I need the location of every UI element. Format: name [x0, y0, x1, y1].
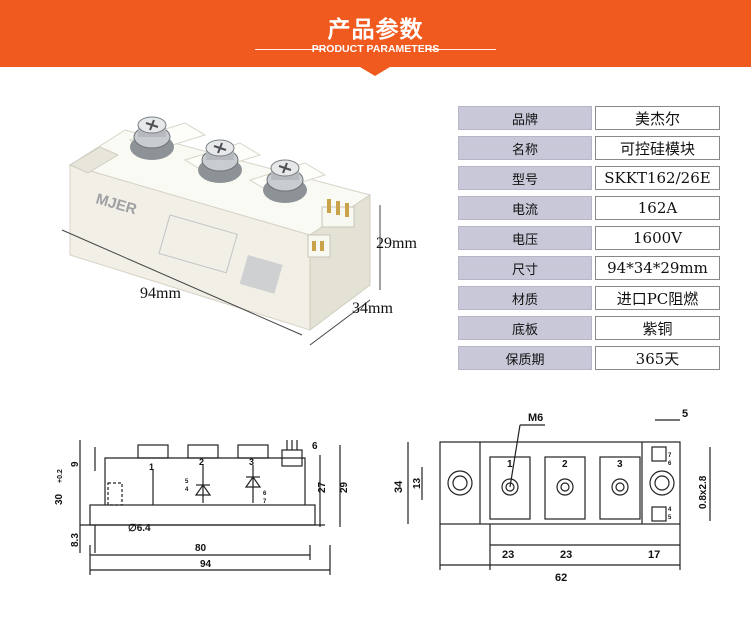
qr-code	[239, 255, 283, 294]
dim-top-5: 5	[682, 408, 688, 420]
dim-top-23b: 23	[560, 549, 572, 561]
top-term-3: 3	[617, 459, 623, 470]
dim-top-23a: 23	[502, 549, 514, 561]
dim-side-80: 80	[195, 543, 207, 554]
spec-value: 162A	[595, 196, 720, 220]
side-pin-5: 5	[185, 479, 189, 485]
dim-side-30: 30	[54, 493, 65, 505]
top-pin-6: 6	[668, 461, 672, 467]
header-notch	[360, 67, 390, 76]
spec-value: 可控硅模块	[595, 136, 720, 160]
spec-value: SKKT162/26E	[595, 166, 720, 190]
dim-top-34: 34	[393, 480, 405, 493]
header-rule-left	[255, 49, 325, 50]
dim-side-27: 27	[317, 481, 328, 493]
spec-key: 尺寸	[458, 256, 592, 280]
spec-row: 材质进口PC阻燃	[458, 286, 720, 310]
screw-2	[198, 139, 242, 183]
dim-top-62: 62	[555, 572, 567, 584]
spec-key: 品牌	[458, 106, 592, 130]
spec-key: 保质期	[458, 346, 592, 370]
product-photo: MJER 94mm 29mm 34mm	[40, 95, 440, 365]
spec-value: 美杰尔	[595, 106, 720, 130]
dim-width: 34mm	[352, 300, 393, 317]
screw-1	[130, 116, 174, 160]
spec-value: 紫铜	[595, 316, 720, 340]
spec-row: 品牌美杰尔	[458, 106, 720, 130]
spec-key: 名称	[458, 136, 592, 160]
dim-side-tol: +0.2	[57, 469, 64, 483]
spec-key: 材质	[458, 286, 592, 310]
side-view-drawing: 30 +0.2 9 8.3 ∅6.4 6 27 29 80 94 1 2 3 5…	[54, 440, 350, 575]
header-banner	[0, 0, 751, 67]
side-pin-7: 7	[263, 499, 267, 505]
page-title: 产品参数	[327, 17, 424, 43]
dim-length: 94mm	[140, 285, 181, 302]
spec-row: 底板紫铜	[458, 316, 720, 340]
dim-side-94: 94	[200, 559, 212, 570]
side-term-1: 1	[149, 462, 154, 472]
spec-key: 型号	[458, 166, 592, 190]
top-pin-7: 7	[668, 453, 672, 459]
dim-side-29: 29	[339, 481, 350, 493]
top-term-1: 1	[507, 459, 513, 470]
dim-side-6: 6	[312, 441, 318, 452]
dim-height: 29mm	[376, 235, 417, 252]
side-pin-4: 4	[185, 487, 189, 493]
page-subtitle: PRODUCT PARAMETERS	[311, 43, 440, 55]
dim-side-8-3: 8.3	[70, 533, 81, 547]
module-illustration: MJER	[61, 116, 381, 346]
side-term-3: 3	[249, 457, 254, 467]
top-pin-4: 4	[668, 507, 672, 513]
spec-key: 底板	[458, 316, 592, 340]
dim-side-hole: ∅6.4	[128, 523, 151, 534]
dim-top-13: 13	[412, 477, 423, 489]
spec-row: 名称可控硅模块	[458, 136, 720, 160]
header-rule-right	[426, 49, 496, 50]
side-pin-6: 6	[263, 491, 267, 497]
dim-m6: M6	[528, 412, 543, 424]
spec-value: 94*34*29mm	[595, 256, 720, 280]
top-view-drawing: M6 5 34 13 0.8x2.8 23 23 17 62 1 2 3 7 6…	[393, 408, 711, 584]
screw-3	[263, 159, 307, 203]
spec-key: 电压	[458, 226, 592, 250]
dim-side-9: 9	[70, 461, 81, 467]
dim-top-pin: 0.8x2.8	[698, 475, 709, 509]
dim-top-17: 17	[648, 549, 660, 561]
side-term-2: 2	[199, 457, 204, 467]
spec-value: 进口PC阻燃	[595, 286, 720, 310]
spec-value: 365天	[595, 346, 720, 370]
top-term-2: 2	[562, 459, 568, 470]
spec-value: 1600V	[595, 226, 720, 250]
spec-key: 电流	[458, 196, 592, 220]
top-pin-5: 5	[668, 515, 672, 521]
